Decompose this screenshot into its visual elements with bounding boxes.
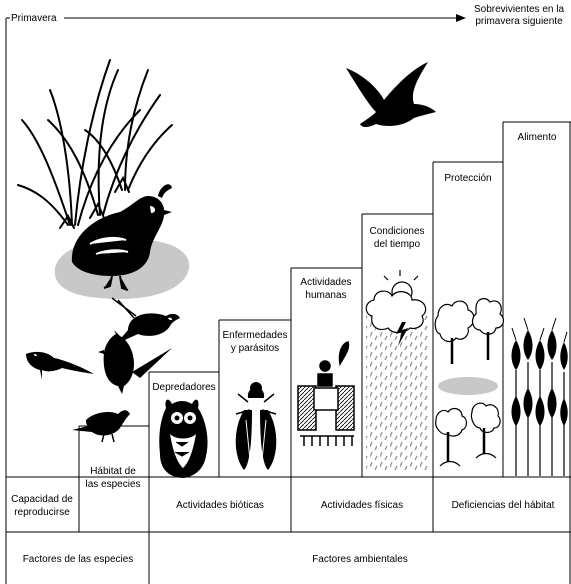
step-humanas-line2: humanas bbox=[305, 290, 346, 301]
step-humanas-line1: Actividades bbox=[300, 277, 351, 288]
tractor-icon bbox=[297, 341, 355, 446]
group-habitat: Deficiencias del hábitat bbox=[452, 500, 555, 511]
step-capacidad-line2: reproducirse bbox=[14, 507, 70, 518]
bottom-ambientales: Factores ambientales bbox=[312, 554, 408, 565]
end-label-line1: Sobrevivientes en la bbox=[474, 4, 564, 15]
step-enfermedades-line1: Enfermedades bbox=[222, 330, 287, 341]
rain-icon bbox=[366, 310, 430, 470]
cardinal-icon bbox=[98, 330, 172, 394]
owl-icon bbox=[159, 399, 208, 478]
step-enfermedades-line2: y parásitos bbox=[231, 343, 279, 354]
hawk-icon bbox=[346, 62, 436, 127]
step-habitat-line1: Hábitat de bbox=[90, 466, 136, 477]
step-depredadores: Depredadores bbox=[152, 382, 215, 393]
bird-icon bbox=[111, 297, 180, 344]
storm-cloud-icon bbox=[365, 270, 427, 346]
trees-icon bbox=[434, 298, 505, 467]
grass-icon bbox=[17, 59, 173, 229]
insect-icon bbox=[235, 382, 277, 470]
step-alimento: Alimento bbox=[518, 132, 557, 143]
step-condiciones-line2: del tiempo bbox=[374, 239, 421, 250]
bottom-especies: Factores de las especies bbox=[23, 554, 134, 565]
group-bioticas: Actividades bióticas bbox=[176, 500, 264, 511]
step-proteccion: Protección bbox=[444, 173, 491, 184]
start-label: Primavera bbox=[11, 13, 57, 24]
bird-icon bbox=[26, 351, 94, 380]
quail-icon bbox=[71, 184, 172, 291]
step-condiciones-line1: Condiciones bbox=[369, 226, 424, 237]
bird-icon bbox=[72, 410, 130, 443]
step-habitat-line2: las especies bbox=[85, 479, 140, 490]
wheat-icon bbox=[511, 317, 568, 476]
end-label-line2: primavera siguiente bbox=[475, 16, 563, 27]
group-fisicas: Actividades físicas bbox=[321, 500, 403, 511]
bottom-rows bbox=[6, 476, 571, 584]
step-capacidad-line1: Capacidad de bbox=[11, 494, 73, 505]
